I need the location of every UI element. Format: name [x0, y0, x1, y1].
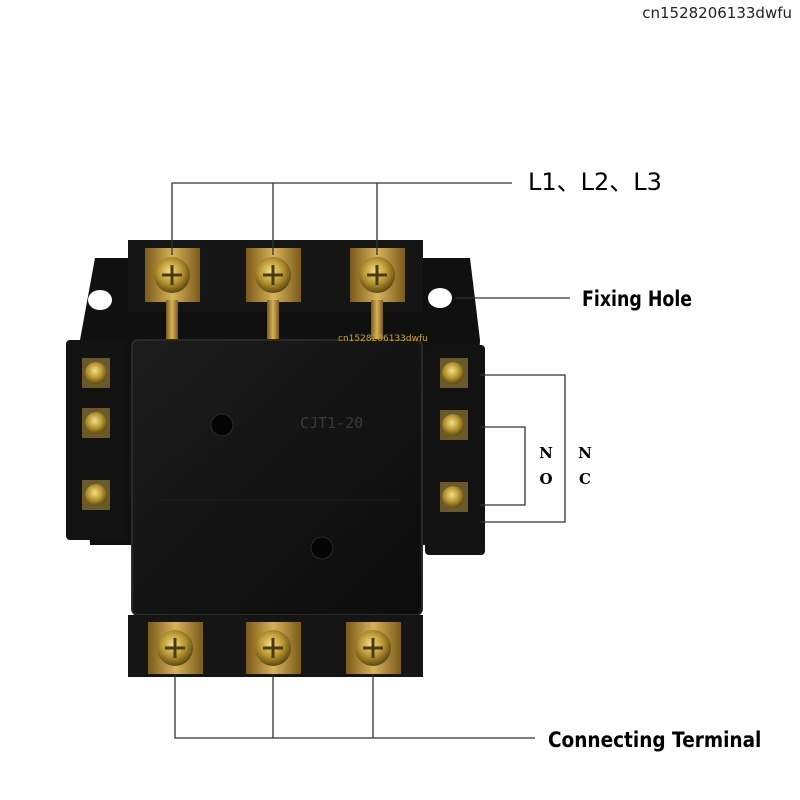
- no-label-n: N: [539, 444, 553, 462]
- phases-label: L1、L2、L3: [528, 168, 662, 196]
- watermark-text: cn1528206133dwfu: [642, 4, 792, 22]
- fixing-hole-label: Fixing Hole: [582, 287, 693, 311]
- center-watermark: cn1528206133dwfu: [338, 334, 428, 344]
- no-label-o: O: [539, 470, 553, 488]
- top-terminals: [128, 240, 423, 345]
- fixing-hole-left: [88, 290, 112, 310]
- aux-block-right: [425, 345, 485, 555]
- nc-label: N C: [577, 440, 593, 492]
- no-label: N O: [538, 440, 554, 492]
- aux-block-left: [66, 340, 126, 540]
- nc-label-n: N: [578, 444, 592, 462]
- fixing-hole-right: [428, 288, 452, 308]
- bottom-terminals: [128, 615, 423, 677]
- leader-lines: [171, 182, 570, 739]
- connecting-terminal-label: Connecting Terminal: [548, 728, 762, 752]
- body-marking: CJT1-20: [300, 414, 363, 432]
- contactor-front-face: [131, 339, 423, 616]
- nc-label-c: C: [579, 470, 591, 488]
